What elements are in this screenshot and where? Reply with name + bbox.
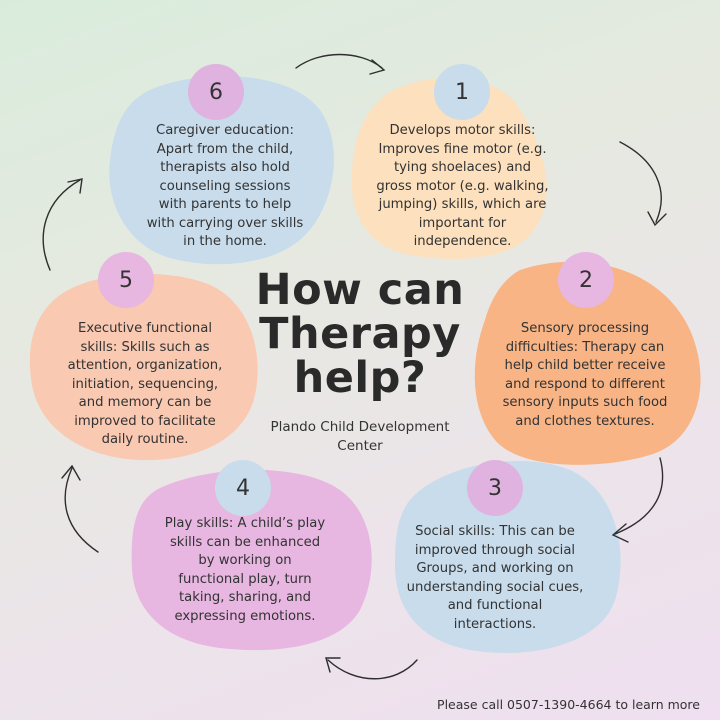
card-6-line: in the home. (183, 234, 267, 249)
title-line: help? (293, 353, 427, 403)
card-4-shape (131, 469, 372, 651)
card-5-line: improved to facilitate (74, 413, 216, 429)
subtitle-line: Plando Child Development (270, 419, 450, 435)
card-6-text: Caregiver education: Apart from the chil… (125, 122, 325, 252)
card-3-line: and functional (447, 598, 543, 613)
card-3-number-badge: 3 (467, 460, 523, 516)
card-1-line: gross motor (e.g. walking, (376, 178, 549, 194)
arrow-3-to-4 (327, 659, 418, 680)
card-5-line: initiation, sequencing, (71, 376, 219, 392)
subtitle-line: Center (337, 438, 383, 454)
card-5-line: daily routine. (101, 432, 189, 447)
title-line: Therapy (259, 309, 461, 359)
card-3-line: interactions. (453, 616, 537, 632)
card-6-line: therapists also hold (160, 160, 290, 175)
card-5-line: skills: Skills such as (80, 339, 210, 355)
card-6-line: with parents to help (158, 197, 292, 212)
card-4-number-badge: 4 (215, 460, 271, 516)
card-4-text: Play skills: A child’s play skills can b… (150, 515, 340, 626)
organization-name: Plando Child Development Center (250, 418, 470, 456)
card-3-line: improved through social (414, 542, 576, 558)
card-4-line: Play skills: A child’s play (164, 516, 326, 531)
arrow-2-to-3 (614, 457, 664, 535)
arrow-6-to-1 (295, 53, 383, 69)
card-4-line: taking, sharing, and (179, 590, 311, 605)
card-1-line: Improves fine motor (e.g. (378, 141, 547, 157)
arrow-6-to-1-head (369, 59, 386, 75)
card-5-shape (29, 273, 258, 461)
page-title: How can Therapy help? (230, 268, 490, 400)
card-5-line: and memory can be (78, 395, 212, 410)
card-4-line: skills can be enhanced (169, 534, 321, 550)
card-5-text: Executive functional skills: Skills such… (40, 320, 250, 450)
title-line: How can (255, 265, 465, 315)
contact-footer: Please call 0507-1390-4664 to learn more (437, 697, 700, 712)
card-2-line: Sensory processing (520, 321, 650, 336)
card-1-line: jumping) skills, which are (378, 197, 547, 212)
card-5-line: Executive functional (77, 321, 212, 336)
card-1-number-badge: 1 (434, 64, 490, 120)
card-3-text: Social skills: This can be improved thro… (395, 523, 595, 634)
card-3-line: understanding social cues, (406, 579, 584, 595)
card-6-number-badge: 6 (188, 64, 244, 120)
card-2-number-badge: 2 (558, 252, 614, 308)
card-6-line: with carrying over skills (146, 215, 304, 231)
card-1-line: Develops motor skills: (389, 123, 536, 138)
arrow-3-to-4-head (325, 657, 341, 673)
card-1-line: tying shoelaces) and (393, 160, 532, 175)
card-1-shape (351, 77, 547, 259)
card-2-line: and clothes textures. (515, 413, 655, 429)
arrow-5-to-6-head (67, 178, 83, 194)
card-6-shape (109, 76, 334, 265)
arrow-4-to-5-head (61, 464, 81, 481)
card-1-line: important for (418, 215, 507, 231)
card-4-line: by working on (198, 553, 292, 568)
card-6-line: counseling sessions (159, 178, 291, 194)
card-6-line: Apart from the child, (156, 141, 294, 157)
card-4-line: expressing emotions. (174, 608, 316, 624)
arrow-1-to-2 (619, 141, 662, 223)
card-2-line: difficulties: Therapy can (505, 339, 665, 355)
card-6-line: Caregiver education: (156, 123, 294, 138)
card-3-line: Groups, and working on (416, 561, 574, 576)
card-2-line: and respond to different (505, 376, 665, 392)
card-1-text: Develops motor skills: Improves fine mot… (370, 122, 555, 252)
card-2-text: Sensory processing difficulties: Therapy… (490, 320, 680, 431)
card-2-shape (474, 261, 701, 465)
arrow-1-to-2-head (647, 211, 667, 227)
arrow-2-to-3-head (611, 523, 629, 543)
card-3-shape (395, 461, 621, 653)
card-2-line: help child better receive (504, 358, 666, 373)
card-3-line: Social skills: This can be (415, 524, 575, 539)
card-5-number-badge: 5 (98, 252, 154, 308)
card-4-line: functional play, turn (178, 571, 312, 587)
card-5-line: attention, organization, (67, 358, 223, 373)
card-1-line: independence. (413, 234, 512, 249)
arrow-4-to-5 (64, 467, 99, 553)
arrow-5-to-6 (42, 179, 81, 271)
card-2-line: sensory inputs such food (502, 395, 668, 410)
